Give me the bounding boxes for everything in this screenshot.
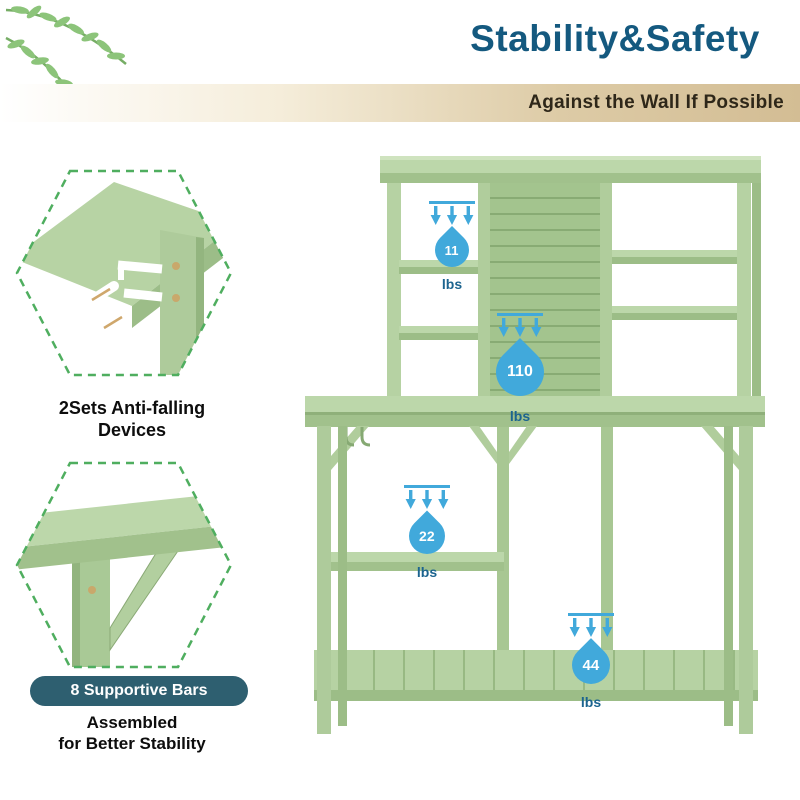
- weight-value: 22: [419, 527, 435, 544]
- weight-callout-tabletop: 110 lbs: [486, 312, 554, 424]
- caption-line: Devices: [97, 420, 167, 440]
- weight-callout-hutch-shelf: 11 lbs: [426, 200, 478, 292]
- weight-callout-bottom-shelf: 44 lbs: [564, 612, 618, 710]
- potting-bench-illustration: [305, 156, 765, 734]
- weight-unit: lbs: [416, 564, 438, 580]
- weight-unit: lbs: [509, 408, 531, 424]
- supportive-caption: Assembled for Better Stability: [8, 712, 256, 754]
- weight-drop-icon: 11: [427, 225, 477, 275]
- caption-line: 2Sets Anti-falling: [58, 398, 206, 418]
- anti-falling-caption: 2Sets Anti-falling Devices: [8, 397, 256, 441]
- supportive-bars-badge: 8 Supportive Bars: [30, 676, 248, 706]
- weight-unit: lbs: [580, 694, 602, 710]
- page-title: Stability&Safety: [470, 18, 760, 59]
- weight-value: 110: [507, 363, 533, 380]
- down-arrows-icon: [404, 485, 450, 509]
- weight-drop-icon: 44: [564, 638, 618, 692]
- weight-callout-middle-shelf: 22 lbs: [401, 484, 453, 580]
- hook-icon: [360, 427, 371, 447]
- weight-drop-icon: 110: [486, 338, 554, 406]
- down-arrows-icon: [568, 613, 614, 637]
- banner: Against the Wall If Possible: [0, 84, 800, 122]
- weight-unit: lbs: [441, 276, 463, 292]
- supportive-bars: [331, 426, 739, 470]
- down-arrows-icon: [429, 201, 475, 225]
- anti-falling-detail-icon: [15, 169, 233, 377]
- weight-value: 11: [445, 242, 459, 258]
- supportive-bar-detail-icon: [15, 461, 233, 669]
- caption-line: Assembled: [86, 713, 178, 732]
- down-arrows-icon: [497, 313, 543, 337]
- caption-line: for Better Stability: [58, 734, 206, 753]
- weight-value: 44: [582, 656, 600, 674]
- banner-text: Against the Wall If Possible: [528, 92, 784, 113]
- panel-slats: [490, 197, 600, 391]
- weight-drop-icon: 22: [401, 510, 453, 562]
